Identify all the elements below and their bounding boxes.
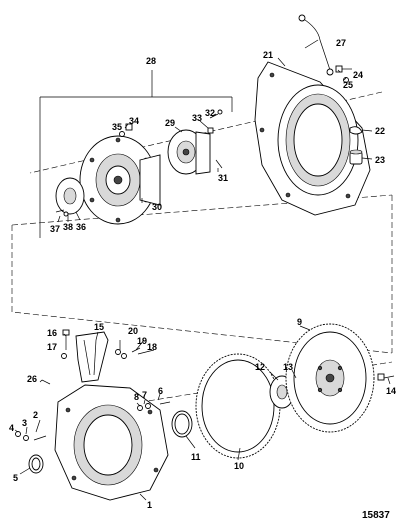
plug-23: [349, 149, 363, 165]
callout-26: 26: [27, 374, 37, 384]
callout-30: 30: [152, 202, 162, 212]
callout-8: 8: [134, 392, 139, 402]
callout-21: 21: [263, 50, 273, 60]
callout-15: 15: [94, 322, 104, 332]
callout-35: 35: [112, 122, 122, 132]
callout-28: 28: [146, 56, 156, 66]
ground-wire-27: [298, 14, 334, 76]
callout-18: 18: [147, 342, 157, 352]
callout-3: 3: [22, 418, 27, 428]
callout-34: 34: [129, 116, 139, 126]
callouts: 1 2 3 4 5 6 7 8 9 10 11 12 13 14 15 16 1…: [9, 38, 396, 510]
callout-19: 19: [137, 336, 147, 346]
callout-20: 20: [128, 326, 138, 336]
leader-lines: [14, 39, 391, 501]
callout-22: 22: [375, 126, 385, 136]
callout-32: 32: [205, 108, 215, 118]
callout-25: 25: [343, 80, 353, 90]
spacer-12-13: [269, 375, 303, 409]
ring-gear-10: [195, 353, 281, 459]
callout-13: 13: [283, 362, 293, 372]
callout-17: 17: [47, 342, 57, 352]
o-ring-11: [171, 410, 193, 438]
callout-38: 38: [63, 222, 73, 232]
callout-31: 31: [218, 173, 228, 183]
flywheel-9: [285, 323, 375, 433]
callout-27: 27: [336, 38, 346, 48]
callout-9: 9: [297, 317, 302, 327]
callout-16: 16: [47, 328, 57, 338]
callout-36: 36: [76, 222, 86, 232]
callout-14: 14: [386, 386, 396, 396]
callout-6: 6: [158, 386, 163, 396]
callout-5: 5: [13, 473, 18, 483]
callout-33: 33: [192, 113, 202, 123]
callout-23: 23: [375, 155, 385, 165]
callout-37: 37: [50, 224, 60, 234]
mount-bracket-15: [75, 331, 109, 383]
callout-10: 10: [234, 461, 244, 471]
callout-4: 4: [9, 423, 14, 433]
callout-24: 24: [353, 70, 363, 80]
callout-29: 29: [165, 118, 175, 128]
fasteners-lower: [15, 329, 395, 441]
coupler-29: [167, 129, 211, 175]
group-28-bracket: [39, 70, 233, 238]
callout-11: 11: [191, 452, 201, 462]
fasteners-24-25: [335, 65, 352, 83]
drive-plate-30: [79, 135, 161, 225]
callout-12: 12: [255, 362, 265, 372]
callout-2: 2: [33, 410, 38, 420]
seal-5: [28, 454, 44, 474]
clip-22: [349, 126, 363, 135]
hub-36: [55, 177, 85, 215]
callout-1: 1: [147, 500, 152, 510]
bellhousing-1: [54, 384, 169, 501]
flywheel-housing-21: [254, 61, 371, 216]
callout-7: 7: [142, 390, 147, 400]
figure-number: 15837: [362, 510, 390, 521]
